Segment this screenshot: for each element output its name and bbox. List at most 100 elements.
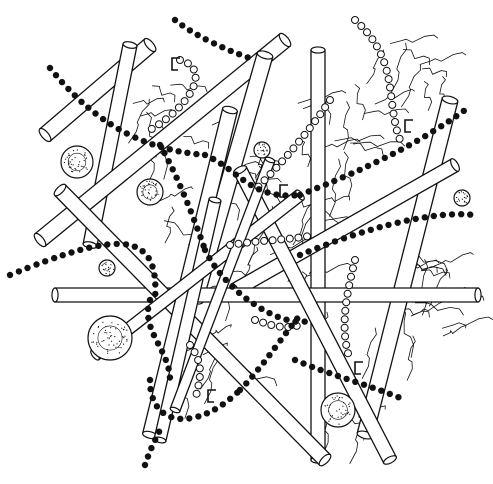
stipple-dot	[342, 414, 343, 415]
bead	[300, 360, 306, 366]
ring	[304, 233, 311, 240]
stipple-dot	[335, 397, 336, 398]
stipple-dot	[156, 183, 157, 184]
bead	[147, 377, 153, 383]
ring	[235, 240, 242, 247]
ring	[190, 83, 197, 90]
bead	[193, 151, 199, 157]
ring	[295, 234, 302, 241]
stipple-dot	[107, 353, 108, 354]
stipple-dot	[325, 405, 326, 406]
ring	[312, 118, 319, 125]
bead	[146, 255, 152, 261]
stipple-dot	[456, 197, 457, 198]
ring	[301, 131, 308, 138]
stipple-dot	[467, 196, 468, 197]
bead	[212, 406, 218, 412]
ring	[244, 239, 251, 246]
stipple-dot	[107, 337, 108, 338]
bead	[297, 252, 303, 258]
stipple-dot	[347, 413, 348, 414]
bead	[165, 365, 171, 371]
bead	[139, 248, 145, 254]
sphere-outline	[61, 146, 93, 178]
bead	[211, 263, 217, 269]
stipple-dot	[120, 347, 121, 348]
ring	[268, 322, 275, 329]
bead	[229, 283, 235, 289]
ring	[369, 36, 376, 43]
bead	[266, 310, 272, 316]
bead	[368, 227, 374, 233]
bead	[187, 27, 193, 33]
bead	[149, 263, 155, 269]
bead	[42, 258, 48, 264]
stipple-dot	[123, 329, 124, 330]
bead	[186, 415, 192, 421]
bead	[335, 373, 341, 379]
ring	[352, 257, 359, 264]
stipple-dot	[330, 415, 331, 416]
stipple-dot	[141, 191, 142, 192]
stipple-dot	[336, 410, 337, 411]
stipple-dot	[103, 340, 104, 341]
stipple-dot	[260, 147, 261, 148]
stipple-dot	[91, 342, 92, 343]
bead	[404, 217, 410, 223]
ring	[358, 23, 365, 30]
bead	[170, 166, 176, 172]
stipple-dot	[107, 351, 108, 352]
ring	[196, 374, 203, 381]
stipple-dot	[261, 150, 262, 151]
bead	[314, 245, 320, 251]
bead	[152, 281, 158, 287]
bead	[72, 92, 78, 98]
stipple-dot	[65, 159, 66, 160]
stipple-dot	[118, 347, 119, 348]
bead	[202, 247, 208, 253]
bead	[114, 241, 120, 247]
stipple-dot	[457, 201, 458, 202]
bead	[431, 213, 437, 219]
bead	[204, 410, 210, 416]
ring	[350, 265, 357, 272]
bead	[85, 105, 91, 111]
stipple-dot	[343, 402, 344, 403]
stipple-dot	[126, 340, 127, 341]
bead	[248, 182, 254, 188]
stipple-dot	[151, 182, 152, 183]
stipple-dot	[155, 194, 156, 195]
bead	[168, 414, 174, 420]
stipple-dot	[149, 193, 150, 194]
bead	[53, 72, 59, 78]
bead	[292, 357, 298, 363]
stipple-dot	[86, 158, 87, 159]
rod-end	[52, 288, 58, 302]
bead	[188, 208, 194, 214]
bead	[152, 437, 158, 443]
stipple-dot	[143, 194, 144, 195]
bead	[194, 225, 200, 231]
ring	[343, 341, 350, 348]
bead	[197, 234, 203, 240]
bead	[390, 151, 396, 157]
bead	[359, 229, 365, 235]
ring	[396, 135, 403, 142]
bead	[395, 220, 401, 226]
ring	[184, 60, 191, 67]
stipple-dot	[144, 187, 145, 188]
sphere	[99, 260, 115, 276]
bead	[446, 118, 452, 124]
bead	[68, 249, 74, 255]
bead	[217, 270, 223, 276]
bead	[440, 212, 446, 218]
ring	[377, 51, 384, 58]
bead	[177, 416, 183, 422]
bead	[211, 40, 217, 46]
stipple-dot	[84, 155, 85, 156]
stipple-dot	[258, 153, 259, 154]
bead	[184, 200, 190, 206]
stipple-dot	[109, 338, 110, 339]
bead	[124, 130, 130, 136]
stipple-dot	[123, 344, 124, 345]
